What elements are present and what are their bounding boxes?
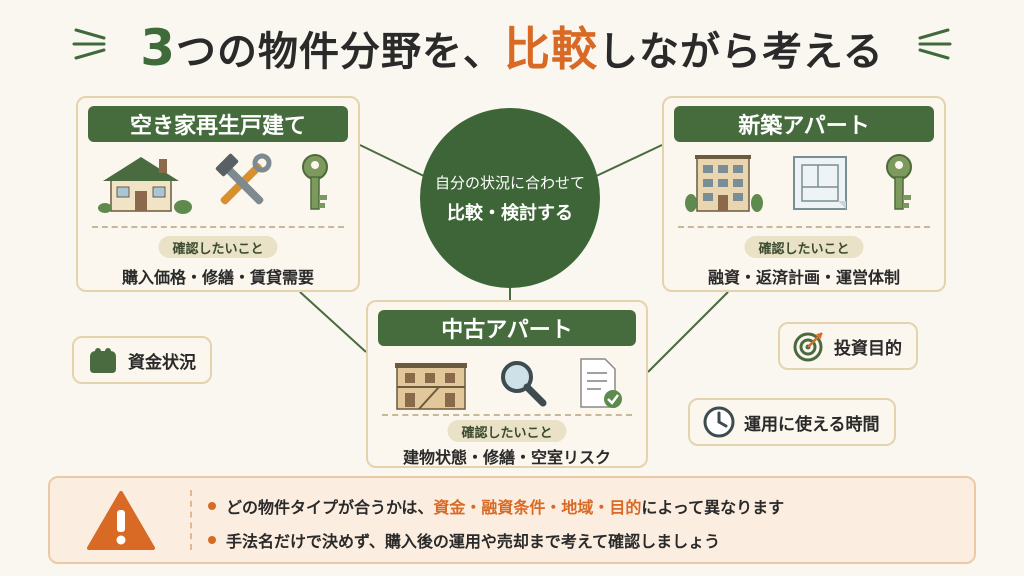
- center-line1: 自分の状況に合わせて: [434, 173, 585, 192]
- card-chuko-check-text: 建物状態・修繕・空室リスク: [402, 448, 611, 467]
- card-akiya-check-label: 確認したいこと: [158, 236, 278, 258]
- factor-goal: 投資目的: [778, 322, 918, 370]
- center-circle: 自分の状況に合わせて 比較・検討する: [420, 108, 600, 288]
- card-shinchiku-check-label: 確認したいこと: [744, 236, 864, 258]
- notice-line1-after: によって異なります: [641, 498, 785, 517]
- card-akiya: 空き家再生戸建て 確認したいこと 購入価格・修繕・賃貸需要: [76, 96, 360, 292]
- connector-funds: [299, 291, 367, 353]
- page-title: 3つの物件分野を、比較しながら考える: [0, 14, 1024, 78]
- factor-time-label: 運用に使える時間: [744, 414, 880, 435]
- card-shinchiku-check-text: 融資・返済計画・運営体制: [707, 268, 900, 287]
- bullet-dot: [208, 502, 216, 510]
- title-after: しながら考える: [597, 29, 884, 75]
- old-apartment-icon: [395, 363, 467, 410]
- bullet-dot: [208, 536, 216, 544]
- blueprint-icon: [792, 156, 847, 210]
- title-before: つの物件分野を、: [175, 29, 504, 75]
- key-icon: [885, 154, 912, 210]
- connector-shinchiku: [591, 144, 663, 179]
- card-akiya-title: 空き家再生戸建て: [88, 106, 348, 142]
- card-shinchiku-title: 新築アパート: [674, 106, 934, 142]
- center-line2: 比較・検討する: [447, 202, 573, 224]
- card-shinchiku-divider: [678, 226, 930, 228]
- factor-funds-label: 資金状況: [128, 352, 196, 373]
- checked-document-icon: [580, 358, 622, 408]
- factor-funds: 資金状況: [72, 336, 212, 384]
- card-akiya-divider: [92, 226, 344, 228]
- notice-line1-before: どの物件タイプが合うかは、: [226, 498, 434, 517]
- house-icon: [97, 157, 192, 214]
- notice-line1-highlight: 資金・融資条件・地域・目的: [433, 498, 642, 517]
- card-shinchiku: 新築アパート: [662, 96, 946, 292]
- title-accent: 比較: [503, 22, 598, 76]
- tools-icon: [215, 153, 272, 205]
- factor-goal-label: 投資目的: [834, 338, 902, 359]
- card-chuko: 中古アパート 確認したいこと 建物状態・修繕・空室リスク: [366, 300, 648, 468]
- notice-line2: 手法名だけで決めず、購入後の運用や売却まで考えて確認しましょう: [208, 528, 720, 552]
- card-akiya-check-text: 購入価格・修繕・賃貸需要: [121, 268, 314, 287]
- clock-icon: [703, 406, 735, 438]
- wallet-icon: [90, 348, 116, 373]
- magnifier-icon: [501, 361, 547, 407]
- connector-akiya: [359, 144, 429, 179]
- title-decoration-right-icon: [918, 28, 952, 60]
- notice-line2-text: 手法名だけで決めず、購入後の運用や売却まで考えて確認しましょう: [226, 532, 721, 551]
- factor-time: 運用に使える時間: [688, 398, 896, 446]
- title-number: 3: [140, 19, 176, 77]
- connector-goal-time: [647, 291, 729, 373]
- card-chuko-title: 中古アパート: [378, 310, 636, 346]
- key-icon: [302, 154, 329, 210]
- notice-line1: どの物件タイプが合うかは、資金・融資条件・地域・目的によって異なります: [208, 494, 784, 518]
- apartment-building-icon: [685, 155, 764, 212]
- warning-icon: [87, 491, 155, 550]
- card-chuko-check-label: 確認したいこと: [447, 420, 567, 442]
- target-icon: [793, 332, 823, 362]
- card-chuko-divider: [382, 414, 632, 416]
- notice-divider: [190, 490, 192, 550]
- notice-box: どの物件タイプが合うかは、資金・融資条件・地域・目的によって異なります 手法名だ…: [48, 476, 976, 564]
- title-decoration-left-icon: [72, 28, 106, 60]
